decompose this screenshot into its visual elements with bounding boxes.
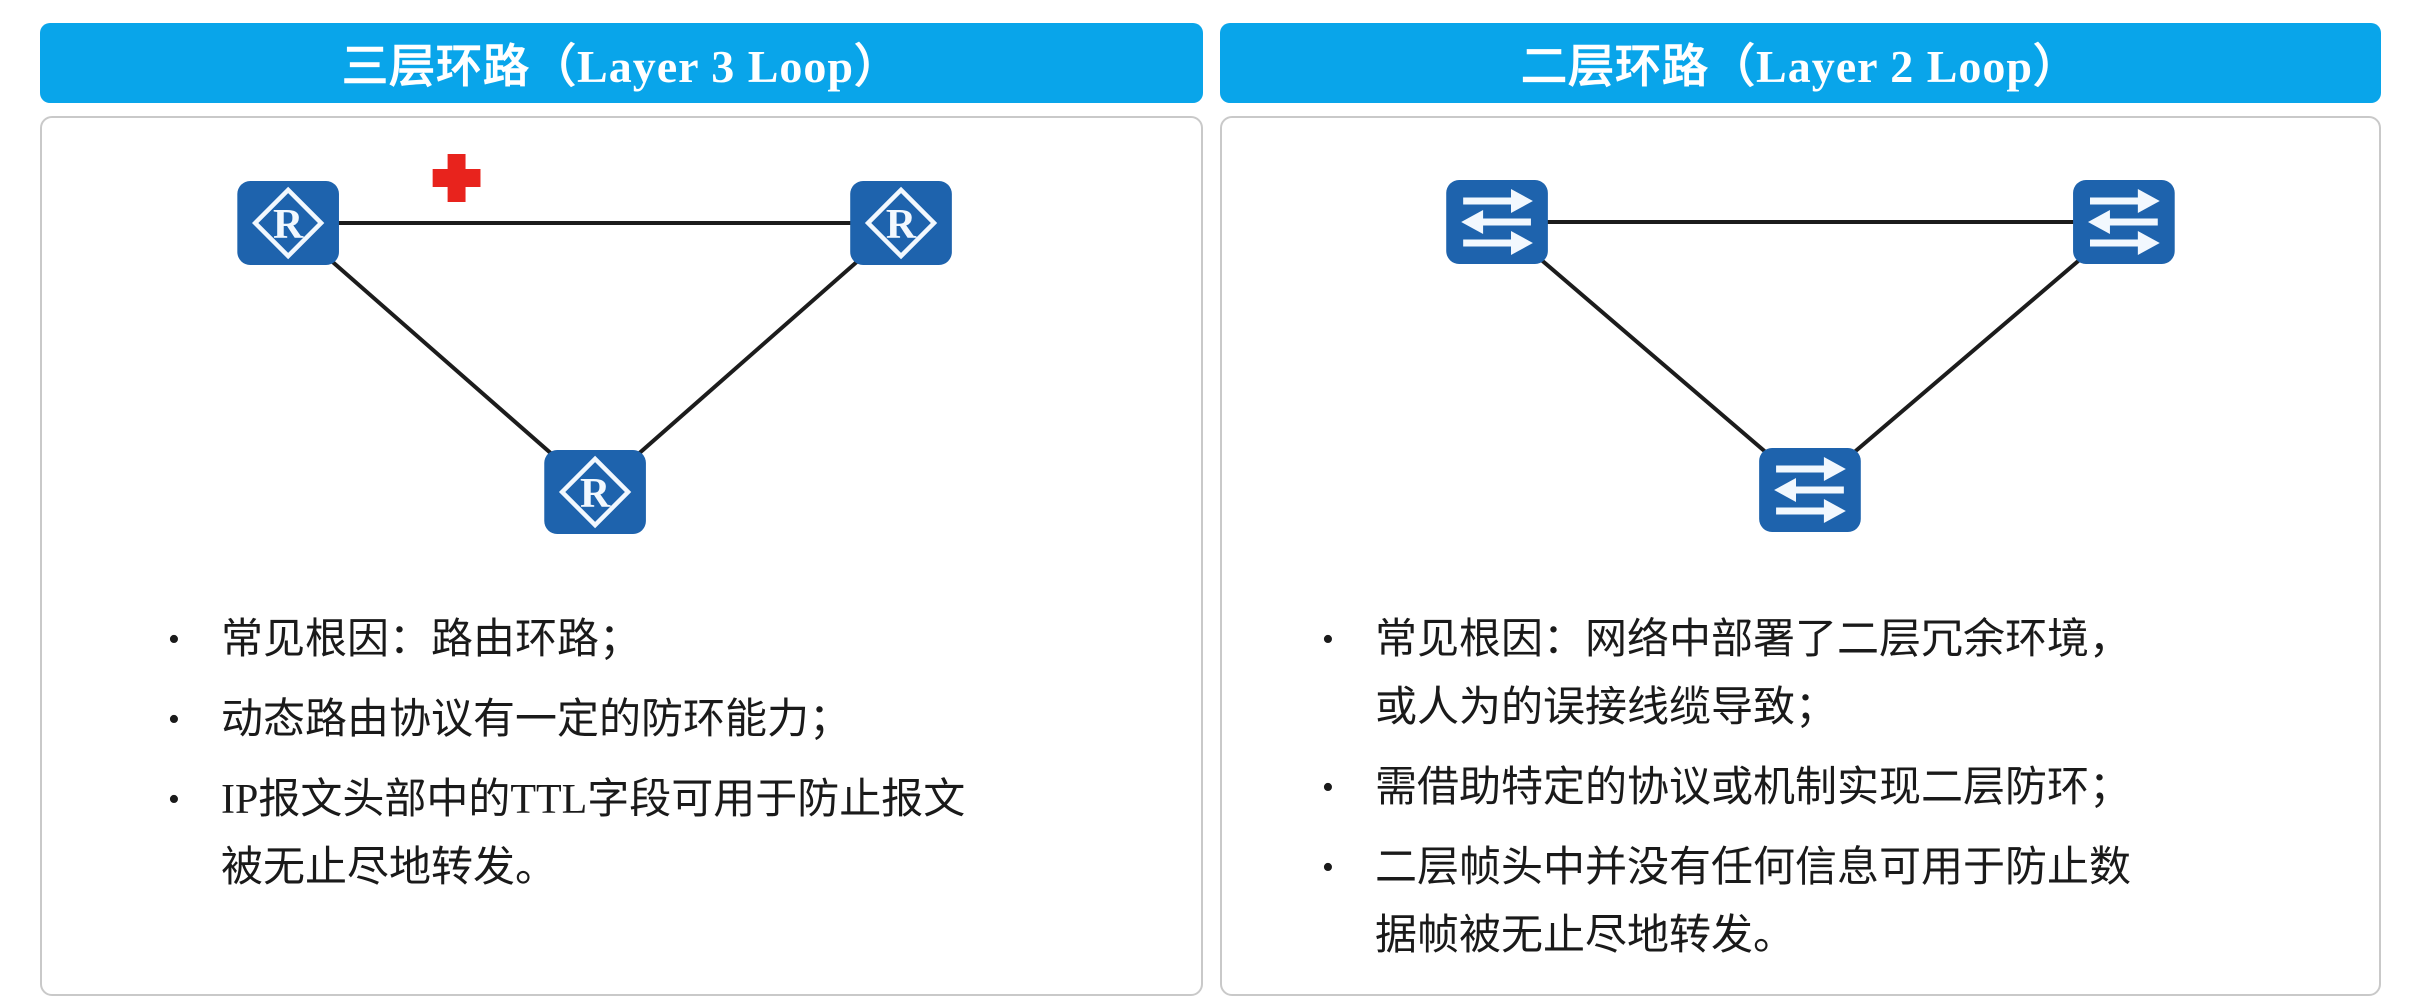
bullet-text-line: 被无止尽地转发。 [221, 845, 558, 891]
layer2-header: 二层环路（Layer 2 Loop） [1220, 23, 2381, 103]
bullet-text: 二层帧头中并没有任何信息可用于防止数 据帧被无止尽地转发。 [1375, 834, 2131, 970]
router-letter: R [886, 202, 917, 248]
layer2-topology-diagram [1446, 180, 2175, 532]
bullet-text-line: 需借助特定的协议或机制实现二层防环； [1375, 765, 2132, 811]
list-item: • 常见根因：网络中部署了二层冗余环境， 或人为的误接线缆导致； [1322, 606, 2349, 742]
bullet-text-line: 二层帧头中并没有任何信息可用于防止数 [1375, 845, 2132, 891]
list-item: • 二层帧头中并没有任何信息可用于防止数 据帧被无止尽地转发。 [1322, 834, 2349, 970]
switch-icon-top-right [2073, 180, 2175, 264]
bullet-text: 需借助特定的协议或机制实现二层防环； [1375, 754, 2131, 822]
link-line [1808, 220, 2126, 492]
layer3-bullet-list: • 常见根因：路由环路； • 动态路由协议有一定的防环能力； • IP报文头部中… [42, 606, 1201, 902]
layer3-section: 三层环路（Layer 3 Loop） R R R • 常见根因：路由环路； [40, 23, 1203, 996]
bullet-text: IP报文头部中的TTL字段可用于防止报文 被无止尽地转发。 [221, 766, 965, 902]
bullet-text: 常见根因：网络中部署了二层冗余环境， 或人为的误接线缆导致； [1375, 606, 2131, 742]
router-letter: R [273, 202, 304, 248]
layer2-title: 二层环路（Layer 2 Loop） [1521, 41, 2080, 92]
bullet-text-line: 动态路由协议有一定的防环能力； [221, 697, 852, 743]
bullet-text-line: 或人为的误接线缆导致； [1375, 685, 1838, 731]
layer3-title: 三层环路（Layer 3 Loop） [342, 41, 901, 92]
list-item: • IP报文头部中的TTL字段可用于防止报文 被无止尽地转发。 [168, 766, 1171, 902]
layer2-panel: • 常见根因：网络中部署了二层冗余环境， 或人为的误接线缆导致； • 需借助特定… [1220, 116, 2381, 996]
link-line [1495, 220, 1812, 492]
list-item: • 需借助特定的协议或机制实现二层防环； [1322, 754, 2349, 822]
switch-icon-top-left [1446, 180, 1548, 264]
bullet-text-line: 常见根因：网络中部署了二层冗余环境， [1375, 617, 2132, 663]
bullet-text: 动态路由协议有一定的防环能力； [221, 686, 851, 754]
bullet-dot: • [168, 701, 180, 738]
switch-icon-bottom [1759, 448, 1861, 532]
bullet-dot: • [1322, 849, 1334, 886]
list-item: • 常见根因：路由环路； [168, 606, 1171, 674]
bullet-dot: • [168, 621, 180, 658]
layer3-header: 三层环路（Layer 3 Loop） [40, 23, 1203, 103]
bullet-text-line: IP报文头部中的TTL字段可用于防止报文 [221, 777, 966, 823]
bullet-text: 常见根因：路由环路； [221, 606, 641, 674]
layer2-bullet-list: • 常见根因：网络中部署了二层冗余环境， 或人为的误接线缆导致； • 需借助特定… [1222, 606, 2379, 970]
bullet-dot: • [1322, 769, 1334, 806]
bullet-dot: • [168, 781, 180, 818]
layer3-topology-diagram: R R R [42, 154, 1201, 548]
bullet-dot: • [1322, 621, 1334, 658]
layer2-section: 二层环路（Layer 2 Loop） • 常见根因：网络中部署了二层冗余环境， … [1220, 23, 2381, 996]
link-line [593, 221, 903, 494]
layer3-panel: R R R • 常见根因：路由环路； • 动态路由协议有一定的防环能力； [40, 116, 1203, 996]
router-letter: R [580, 471, 611, 517]
bullet-text-line: 常见根因：路由环路； [221, 617, 642, 663]
link-line [286, 221, 597, 494]
list-item: • 动态路由协议有一定的防环能力； [168, 686, 1171, 754]
red-cross-icon [432, 154, 481, 202]
bullet-text-line: 据帧被无止尽地转发。 [1375, 913, 1796, 959]
